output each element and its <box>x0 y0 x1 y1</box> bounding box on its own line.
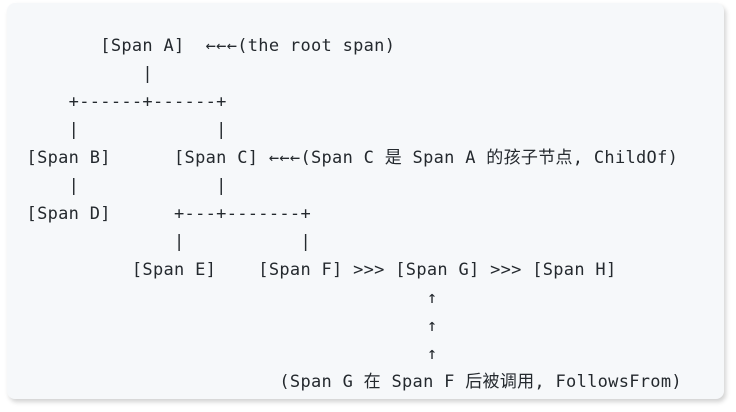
span-tree-ascii-diagram: [Span A] ←←←(the root span) | +------+--… <box>26 36 682 392</box>
code-block: [Span A] ←←←(the root span) | +------+--… <box>7 3 724 399</box>
